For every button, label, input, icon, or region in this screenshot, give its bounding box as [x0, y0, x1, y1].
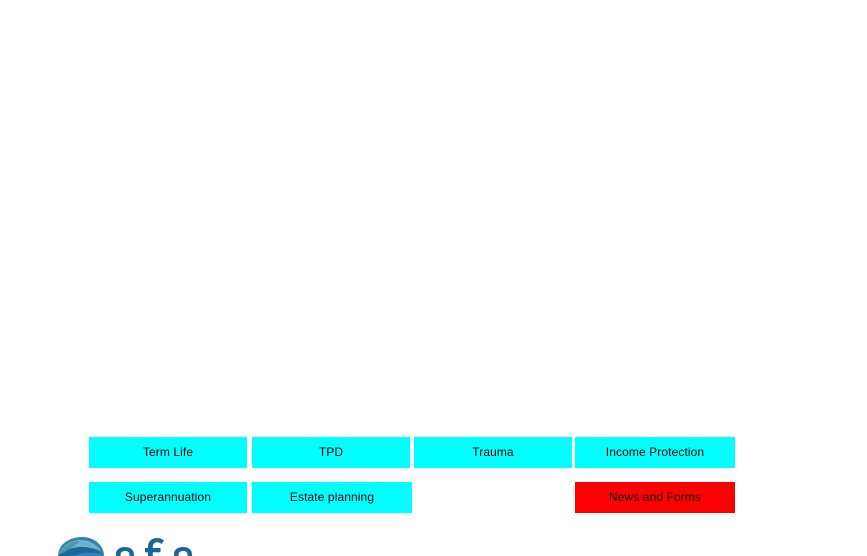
nav-button-superannuation[interactable]: Superannuation	[89, 482, 247, 513]
nav-button-news-and-forms[interactable]: News and Forms	[575, 482, 735, 513]
nav-row-secondary: Superannuation Estate planning News and …	[0, 482, 867, 513]
nav-button-term-life[interactable]: Term Life	[89, 437, 247, 468]
nav-button-tpd[interactable]: TPD	[252, 437, 410, 468]
blank-content-area	[0, 0, 867, 437]
nav-row-primary: Term Life TPD Trauma Income Protection	[0, 437, 867, 468]
logo-wave-mark	[58, 537, 104, 556]
afa-wave-logo-icon	[58, 537, 192, 556]
logo-wordmark	[116, 538, 192, 556]
nav-button-trauma[interactable]: Trauma	[414, 437, 572, 468]
nav-button-income-protection[interactable]: Income Protection	[575, 437, 735, 468]
nav-button-estate-planning[interactable]: Estate planning	[252, 482, 412, 513]
footer-logo[interactable]	[52, 530, 252, 556]
